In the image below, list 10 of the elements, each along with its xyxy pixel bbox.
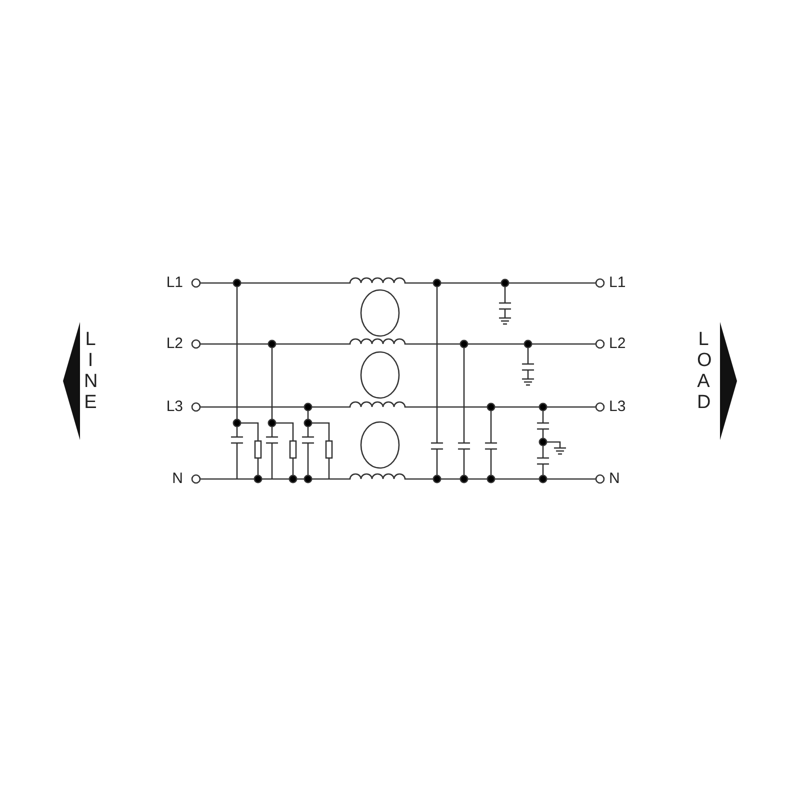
terminal-label: L2 (609, 335, 626, 353)
terminal-label: L1 (609, 274, 626, 292)
terminal-label: L3 (166, 398, 183, 416)
side-label: LINE (84, 330, 97, 414)
terminal-label: L3 (609, 398, 626, 416)
terminal-label: N (609, 470, 620, 488)
side-label: LOAD (697, 330, 710, 414)
terminal-label: L2 (166, 335, 183, 353)
terminal-label: N (172, 470, 183, 488)
terminal-label: L1 (166, 274, 183, 292)
